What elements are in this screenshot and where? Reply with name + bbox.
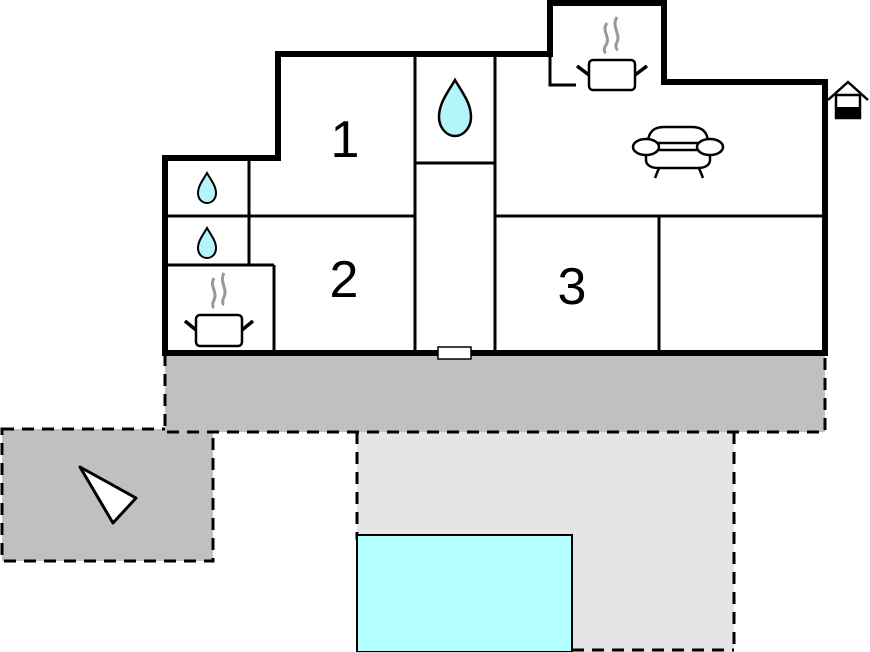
water-drop-icon [196, 225, 218, 260]
cooking-pot-icon [575, 16, 649, 92]
water-drop-icon [437, 77, 473, 138]
terrace [163, 354, 827, 434]
interior-walls [165, 54, 825, 353]
cooking-pot-icon [183, 272, 255, 348]
sofa-icon [631, 125, 725, 179]
room-label-3: 3 [557, 258, 587, 316]
room-label-2: 2 [329, 251, 359, 309]
north-arrow-icon [78, 465, 138, 525]
water-drop-icon [196, 170, 218, 205]
exterior-walls [162, 0, 828, 356]
door-icon [437, 346, 472, 360]
house-entrance-icon [827, 80, 869, 120]
pool [356, 534, 573, 652]
room-label-1: 1 [330, 111, 360, 169]
